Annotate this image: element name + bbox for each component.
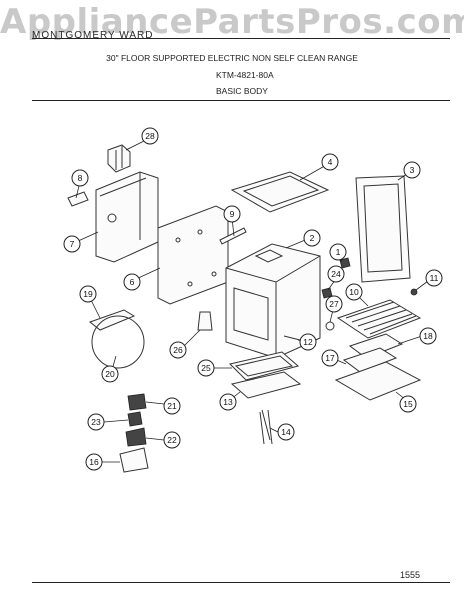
brand-line: MONTGOMERY WARD <box>32 30 154 41</box>
svg-text:6: 6 <box>130 277 135 287</box>
header-rule <box>32 100 450 101</box>
svg-text:9: 9 <box>230 209 235 219</box>
svg-text:14: 14 <box>281 427 291 437</box>
section-name: BASIC BODY <box>216 86 268 96</box>
callout-17: 17 <box>321 349 339 367</box>
part-28-bracket <box>107 144 131 173</box>
callout-22: 22 <box>163 431 181 449</box>
page-number: 1555 <box>400 570 421 580</box>
callout-13: 13 <box>219 393 237 411</box>
svg-text:2: 2 <box>310 233 315 243</box>
model-number: KTM-4821-80A <box>216 70 274 80</box>
svg-text:26: 26 <box>173 345 183 355</box>
callout-28: 28 <box>141 127 159 145</box>
callout-7: 7 <box>63 235 81 253</box>
svg-text:3: 3 <box>410 165 415 175</box>
svg-text:20: 20 <box>105 369 115 379</box>
callout-20: 20 <box>101 365 119 383</box>
part-4-cooktop <box>230 171 330 213</box>
part-26-bulb <box>197 311 213 331</box>
callout-6: 6 <box>123 273 141 291</box>
callout-12: 12 <box>299 333 317 351</box>
callout-3: 3 <box>403 161 421 179</box>
part-8-plate <box>67 191 89 207</box>
callout-24: 24 <box>327 265 345 283</box>
svg-text:8: 8 <box>78 173 83 183</box>
svg-text:27: 27 <box>329 299 339 309</box>
part-27-grommet <box>325 321 335 331</box>
svg-text:23: 23 <box>91 417 101 427</box>
part-6-back-panel <box>157 205 229 305</box>
callout-15: 15 <box>399 395 417 413</box>
part-17-broiler-grid <box>342 347 398 373</box>
svg-text:28: 28 <box>145 131 155 141</box>
svg-text:22: 22 <box>167 435 177 445</box>
callout-4: 4 <box>321 153 339 171</box>
part-16-switch <box>119 447 149 473</box>
callout-2: 2 <box>303 229 321 247</box>
svg-text:1: 1 <box>336 247 341 257</box>
callout-21: 21 <box>163 397 181 415</box>
callout-16: 16 <box>85 453 103 471</box>
footer-rule <box>32 582 450 583</box>
svg-text:25: 25 <box>201 363 211 373</box>
callout-27: 27 <box>325 295 343 313</box>
part-9-strip <box>219 227 247 245</box>
svg-text:19: 19 <box>83 289 93 299</box>
callout-11: 11 <box>425 269 443 287</box>
part-15-drawer-bottom <box>334 361 422 401</box>
part-11-screw <box>410 288 418 296</box>
callout-26: 26 <box>169 341 187 359</box>
diagram-title: 30" FLOOR SUPPORTED ELECTRIC NON SELF CL… <box>106 53 358 63</box>
callout-19: 19 <box>79 285 97 303</box>
callout-1: 1 <box>329 243 347 261</box>
callout-23: 23 <box>87 413 105 431</box>
part-25-drawer <box>229 351 300 381</box>
svg-text:24: 24 <box>331 269 341 279</box>
part-22-switch <box>125 427 147 447</box>
svg-text:17: 17 <box>325 353 335 363</box>
svg-text:13: 13 <box>223 397 233 407</box>
part-23-switch <box>127 411 143 427</box>
part-14-element <box>259 409 273 445</box>
callout-9: 9 <box>223 205 241 223</box>
svg-text:12: 12 <box>303 337 313 347</box>
svg-text:21: 21 <box>167 401 177 411</box>
svg-text:7: 7 <box>70 239 75 249</box>
svg-text:18: 18 <box>423 331 433 341</box>
part-10-oven-rack <box>336 299 422 339</box>
part-3-door-frame <box>355 175 411 283</box>
part-1-clip <box>339 257 351 269</box>
part-19-terminal-block <box>88 309 145 369</box>
callout-25: 25 <box>197 359 215 377</box>
svg-text:16: 16 <box>89 457 99 467</box>
part-12-pin <box>283 335 301 341</box>
part-13-drawer-front <box>230 371 302 399</box>
svg-text:4: 4 <box>328 157 333 167</box>
callout-18: 18 <box>419 327 437 345</box>
svg-text:11: 11 <box>430 273 439 283</box>
part-7-side-panel <box>95 171 159 263</box>
svg-text:10: 10 <box>349 287 359 297</box>
part-2-oven-body <box>225 243 321 359</box>
svg-text:15: 15 <box>403 399 413 409</box>
part-21-switch <box>127 393 147 411</box>
top-rule <box>32 38 450 39</box>
site-watermark: AppliancePartsPros.com <box>0 2 464 42</box>
callout-8: 8 <box>71 169 89 187</box>
callout-14: 14 <box>277 423 295 441</box>
callout-10: 10 <box>345 283 363 301</box>
